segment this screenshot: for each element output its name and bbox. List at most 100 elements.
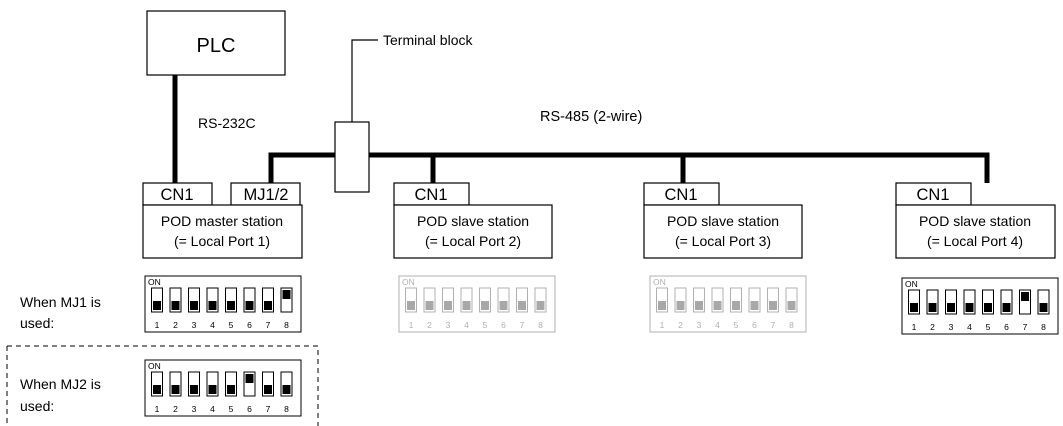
- dip-number-3: 3: [446, 320, 451, 330]
- rs485-bus: [268, 152, 990, 183]
- dip-number-7: 7: [266, 320, 271, 330]
- dip-knob-8: [282, 385, 291, 394]
- dip-number-4: 4: [210, 320, 215, 330]
- plc-box: [146, 10, 286, 76]
- dip-slot-4: [460, 287, 473, 313]
- dip-number-1: 1: [155, 320, 160, 330]
- dip-number-4: 4: [715, 320, 720, 330]
- slave4-station-port: (= Local Port 4): [927, 233, 1023, 249]
- dip-number-5: 5: [229, 404, 234, 414]
- dip-number-1: 1: [660, 320, 665, 330]
- dip-knob-1: [153, 385, 161, 394]
- mj2-dashed-frame: [7, 345, 319, 426]
- dip-slot-1: [908, 289, 920, 315]
- dip-knob-3: [444, 301, 452, 310]
- dip-knob-6: [245, 374, 254, 383]
- dip-knob-1: [153, 301, 161, 310]
- terminal-block: [334, 121, 370, 193]
- dip-number-7: 7: [1023, 322, 1028, 332]
- slave4-cn1-label: CN1: [916, 186, 949, 204]
- dip-number-6: 6: [1004, 322, 1009, 332]
- dip-slot-2: [674, 287, 687, 313]
- dip-slot-2: [169, 287, 182, 313]
- dip-knob-7: [769, 301, 777, 310]
- slave3-station-box: [643, 204, 803, 259]
- master-station-box: [142, 204, 303, 259]
- dip-slot-1: [656, 287, 668, 313]
- dip-slot-7: [1019, 289, 1031, 315]
- dip-slot-3: [442, 287, 454, 313]
- dip-knob-6: [499, 301, 508, 310]
- dip-number-1: 1: [912, 322, 917, 332]
- slave3-station-port: (= Local Port 3): [675, 233, 771, 249]
- terminal-block-label: Terminal block: [383, 32, 473, 48]
- terminal-block-leader: [351, 39, 378, 122]
- dip-slot-6: [243, 287, 256, 313]
- dip-knob-3: [695, 301, 703, 310]
- dip-slot-4: [711, 287, 724, 313]
- dip-knob-7: [264, 385, 272, 394]
- dip-knob-5: [227, 385, 235, 394]
- dip-number-8: 8: [1041, 322, 1046, 332]
- dip-slot-1: [151, 287, 163, 313]
- dip-knob-8: [282, 290, 291, 299]
- dip-knob-2: [171, 301, 180, 310]
- dip-slot-4: [963, 289, 976, 315]
- dip-knob-4: [965, 303, 974, 312]
- dip-number-8: 8: [284, 404, 289, 414]
- dip-on-label: ON: [905, 279, 918, 289]
- dip-slot-6: [748, 287, 761, 313]
- dip-knob-7: [518, 301, 526, 310]
- dip-knob-2: [928, 303, 937, 312]
- dip-number-4: 4: [210, 404, 215, 414]
- dip-number-6: 6: [501, 320, 506, 330]
- dip-slot-1: [405, 287, 417, 313]
- dip-number-5: 5: [483, 320, 488, 330]
- dip-slot-3: [188, 287, 200, 313]
- dip-number-2: 2: [678, 320, 683, 330]
- dip-on-label: ON: [148, 277, 161, 287]
- dip-knob-7: [264, 301, 272, 310]
- dip-switch-frame: [144, 359, 302, 417]
- dip-slot-2: [423, 287, 436, 313]
- dip-switch-frame: [901, 277, 1059, 335]
- master-station-port: (= Local Port 1): [174, 233, 270, 249]
- dip-knob-8: [1039, 303, 1048, 312]
- dip-slot-3: [945, 289, 957, 315]
- mj2-caption-line2: used:: [20, 398, 54, 414]
- dip-number-3: 3: [697, 320, 702, 330]
- dip-number-1: 1: [155, 404, 160, 414]
- dip-slot-6: [497, 287, 510, 313]
- dip-slot-7: [767, 287, 779, 313]
- dip-number-6: 6: [247, 320, 252, 330]
- dip-number-2: 2: [427, 320, 432, 330]
- slave2-station-name: POD slave station: [417, 213, 529, 229]
- dip-number-3: 3: [949, 322, 954, 332]
- dip-knob-4: [208, 301, 217, 310]
- dip-slot-4: [206, 287, 219, 313]
- slave3-station-name: POD slave station: [667, 213, 779, 229]
- dip-knob-1: [910, 303, 918, 312]
- dip-number-3: 3: [192, 320, 197, 330]
- dip-number-2: 2: [173, 404, 178, 414]
- dip-knob-1: [407, 301, 415, 310]
- slave2-station-box: [393, 204, 553, 259]
- dip-number-1: 1: [409, 320, 414, 330]
- dip-knob-2: [171, 385, 180, 394]
- dip-number-7: 7: [771, 320, 776, 330]
- dip-number-5: 5: [986, 322, 991, 332]
- dip-slot-8: [785, 287, 798, 313]
- slave4-station-name: POD slave station: [919, 213, 1031, 229]
- plc-label: PLC: [197, 35, 236, 57]
- dip-knob-1: [658, 301, 666, 310]
- dip-knob-2: [425, 301, 434, 310]
- mj2-caption-line1: When MJ2 is: [20, 376, 101, 392]
- dip-knob-6: [1002, 303, 1011, 312]
- dip-slot-8: [1037, 289, 1050, 315]
- dip-slot-7: [516, 287, 528, 313]
- dip-slot-2: [169, 371, 182, 397]
